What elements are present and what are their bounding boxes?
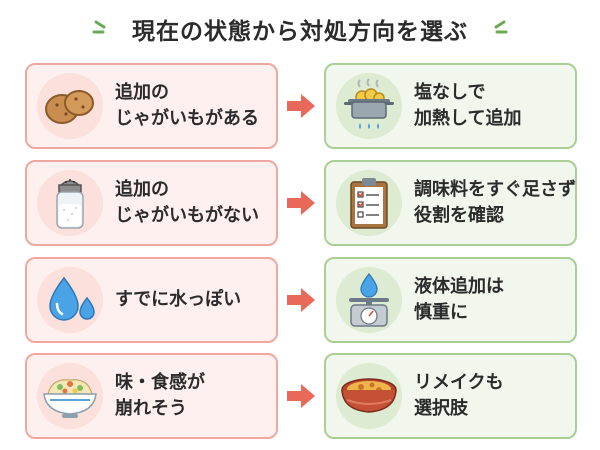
icon-badge <box>336 170 402 236</box>
potato-salad-bowl-icon <box>43 379 97 418</box>
icon-badge <box>37 170 103 236</box>
water-drops-icon <box>49 276 95 321</box>
action-label: 調味料をすぐ足さず 役割を確認 <box>414 179 576 226</box>
icon-badge <box>37 267 103 333</box>
potatoes-icon <box>45 90 94 124</box>
page-title: 現在の状態から対処方向を選ぶ <box>132 19 468 45</box>
icon-badge <box>336 73 402 139</box>
icon-badge <box>37 363 103 429</box>
situation-label: すでに水っぽい <box>115 289 242 310</box>
title-bar: 現在の状態から対処方向を選ぶ <box>0 8 600 50</box>
situation-label: 追加の じゃがいもがある <box>115 82 259 129</box>
icon-badge <box>336 363 402 429</box>
situation-card-1: 追加の じゃがいもがある <box>25 63 278 149</box>
left-accent-icon <box>92 20 106 34</box>
action-card-2: 調味料をすぐ足さず 役割を確認 <box>324 160 577 246</box>
gratin-dish-icon <box>341 378 397 413</box>
action-label: リメイクも 選択肢 <box>414 372 504 419</box>
situation-card-2: 追加の じゃがいもがない <box>25 160 278 246</box>
situation-card-4: 味・食感が 崩れそう <box>25 353 278 439</box>
action-card-3: 液体追加は 慎重に <box>324 257 577 343</box>
situation-label: 味・食感が 崩れそう <box>115 372 205 419</box>
salt-shaker-icon <box>56 179 84 229</box>
situation-label: 追加の じゃがいもがない <box>115 179 259 226</box>
action-card-1: 塩なしで 加熱して追加 <box>324 63 577 149</box>
flow-row-2: 追加の じゃがいもがない 調味料をすぐ足さず 役割を確認 <box>25 160 577 246</box>
icon-badge <box>336 267 402 333</box>
arrow-right-icon <box>287 94 315 118</box>
situation-card-3: すでに水っぽい <box>25 257 278 343</box>
right-accent-icon <box>494 20 508 34</box>
boiling-pot-icon <box>344 78 394 129</box>
arrow-right-icon <box>287 191 315 215</box>
icon-badge <box>37 73 103 139</box>
action-label: 塩なしで 加熱して追加 <box>414 82 522 129</box>
water-scale-icon <box>349 272 389 327</box>
checklist-clipboard-icon <box>350 178 388 229</box>
action-label: 液体追加は 慎重に <box>414 276 504 323</box>
flow-row-3: すでに水っぽい 液体追加は 慎重に <box>25 257 577 343</box>
arrow-right-icon <box>287 384 315 408</box>
flow-row-4: 味・食感が 崩れそう リメイクも 選択肢 <box>25 353 577 439</box>
flow-row-1: 追加の じゃがいもがある 塩なしで <box>25 63 577 149</box>
arrow-right-icon <box>287 288 315 312</box>
action-card-4: リメイクも 選択肢 <box>324 353 577 439</box>
